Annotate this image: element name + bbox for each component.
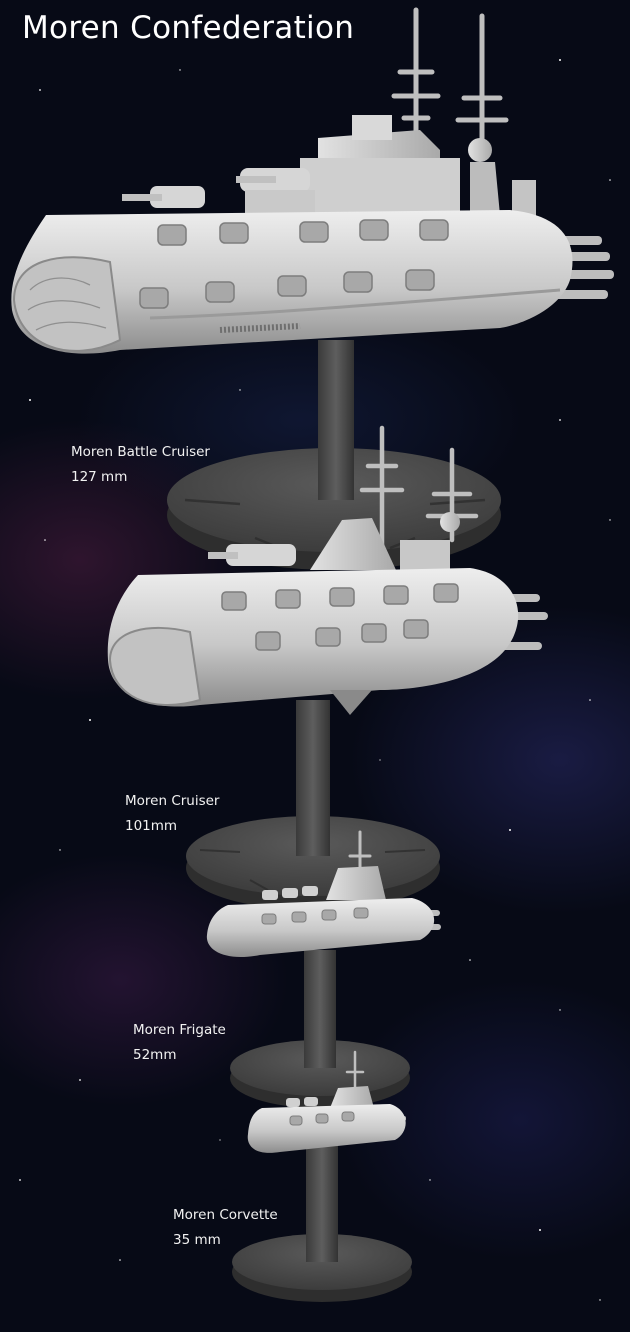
ship-size: 52mm — [133, 1047, 177, 1063]
corvette-label: Moren Corvette 35 mm — [173, 1203, 278, 1253]
ship-name: Moren Corvette — [173, 1207, 278, 1223]
cruiser-label: Moren Cruiser 101mm — [125, 789, 220, 839]
ship-size: 127 mm — [71, 469, 128, 485]
cruiser-model — [107, 425, 548, 715]
page-title: Moren Confederation — [22, 10, 355, 46]
ship-name: Moren Cruiser — [125, 793, 220, 809]
ship-name: Moren Battle Cruiser — [71, 444, 210, 460]
battle-cruiser-model — [11, 7, 614, 354]
ship-size: 35 mm — [173, 1232, 221, 1248]
corvette-model — [247, 1050, 406, 1153]
battle-cruiser-label: Moren Battle Cruiser 127 mm — [71, 440, 210, 490]
corvette-stand — [232, 1140, 412, 1302]
frigate-label: Moren Frigate 52mm — [133, 1018, 226, 1068]
cruiser-stand — [186, 700, 440, 910]
ship-name: Moren Frigate — [133, 1022, 226, 1038]
ship-size: 101mm — [125, 818, 178, 834]
frigate-model — [206, 830, 441, 958]
frigate-stand — [230, 950, 410, 1108]
